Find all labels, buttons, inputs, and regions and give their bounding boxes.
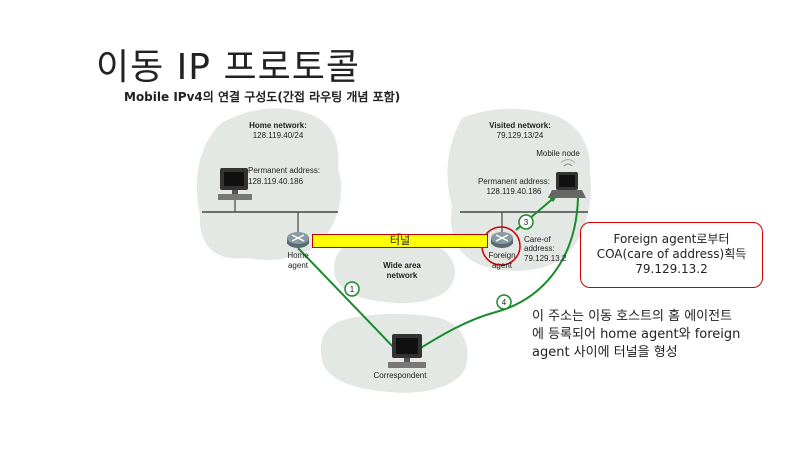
home-agent-router-icon <box>287 232 309 248</box>
home-network-label: Home network: <box>249 121 307 130</box>
svg-text:1: 1 <box>350 285 355 294</box>
correspondent-computer-icon <box>388 334 426 368</box>
step-marker-3: 3 <box>518 214 534 230</box>
home-host-label: Permanent address: <box>248 166 320 175</box>
coa-callout-line-2: COA(care of address)획득 <box>596 247 747 261</box>
home-network-cloud <box>196 108 342 260</box>
step-marker-1: 1 <box>344 281 360 297</box>
foreign-agent-router-icon <box>491 232 513 248</box>
path-step-4 <box>413 197 579 353</box>
foreign-agent-label-1: Foreign <box>488 251 515 260</box>
svg-text:4: 4 <box>502 298 507 307</box>
home-agent-label-2: agent <box>288 261 309 270</box>
coa-callout-box: Foreign agent로부터 COA(care of address)획득 … <box>580 222 763 288</box>
diagram-subtitle: Mobile IPv4의 연결 구성도(간접 라우팅 개념 포함) <box>124 90 401 104</box>
tunnel-label: 터널 <box>389 234 411 247</box>
visited-host-address: 128.119.40.186 <box>486 187 542 196</box>
mobile-node-laptop-icon <box>548 159 586 198</box>
coa-callout-line-1: Foreign agent로부터 <box>613 232 730 246</box>
home-host-address: 128.119.40.186 <box>248 177 304 186</box>
visited-network-prefix: 79.129.13/24 <box>497 131 544 140</box>
page-title: 이동 IP 프로토콜 <box>96 47 360 88</box>
svg-text:3: 3 <box>524 218 529 227</box>
tunnel-note-line-1: 이 주소는 이동 호스트의 홈 에이전트 <box>532 309 733 324</box>
home-agent-label-1: Home <box>287 251 309 260</box>
tunnel-note: 이 주소는 이동 호스트의 홈 에이전트 에 등록되어 home agent와 … <box>532 308 794 362</box>
home-network-prefix: 128.119.40/24 <box>253 131 304 140</box>
visited-network-cloud <box>447 108 591 271</box>
wan-label-2: network <box>387 271 418 280</box>
tunnel-note-line-3: agent 사이에 터널을 형성 <box>532 345 678 360</box>
tunnel-note-line-2: 에 등록되어 home agent와 foreign <box>532 327 741 342</box>
visited-host-label: Permanent address: <box>478 177 550 186</box>
path-step-1 <box>297 247 399 353</box>
correspondent-label: Correspondent <box>374 371 428 380</box>
coa-label-1: Care-of <box>524 235 551 244</box>
coa-value: 79.129.13.2 <box>524 254 567 263</box>
wan-label-1: Wide area <box>383 261 421 270</box>
visited-network-label: Visited network: <box>489 121 551 130</box>
step-marker-4: 4 <box>496 294 512 310</box>
coa-callout-line-3: 79.129.13.2 <box>635 262 708 276</box>
foreign-agent-label-2: agent <box>492 261 513 270</box>
wan-cloud <box>334 239 456 304</box>
coa-label-2: address: <box>524 244 555 253</box>
tunnel-bar: 터널 <box>312 234 488 248</box>
mobile-node-label: Mobile node <box>536 149 580 158</box>
home-host-computer-icon <box>218 168 252 200</box>
